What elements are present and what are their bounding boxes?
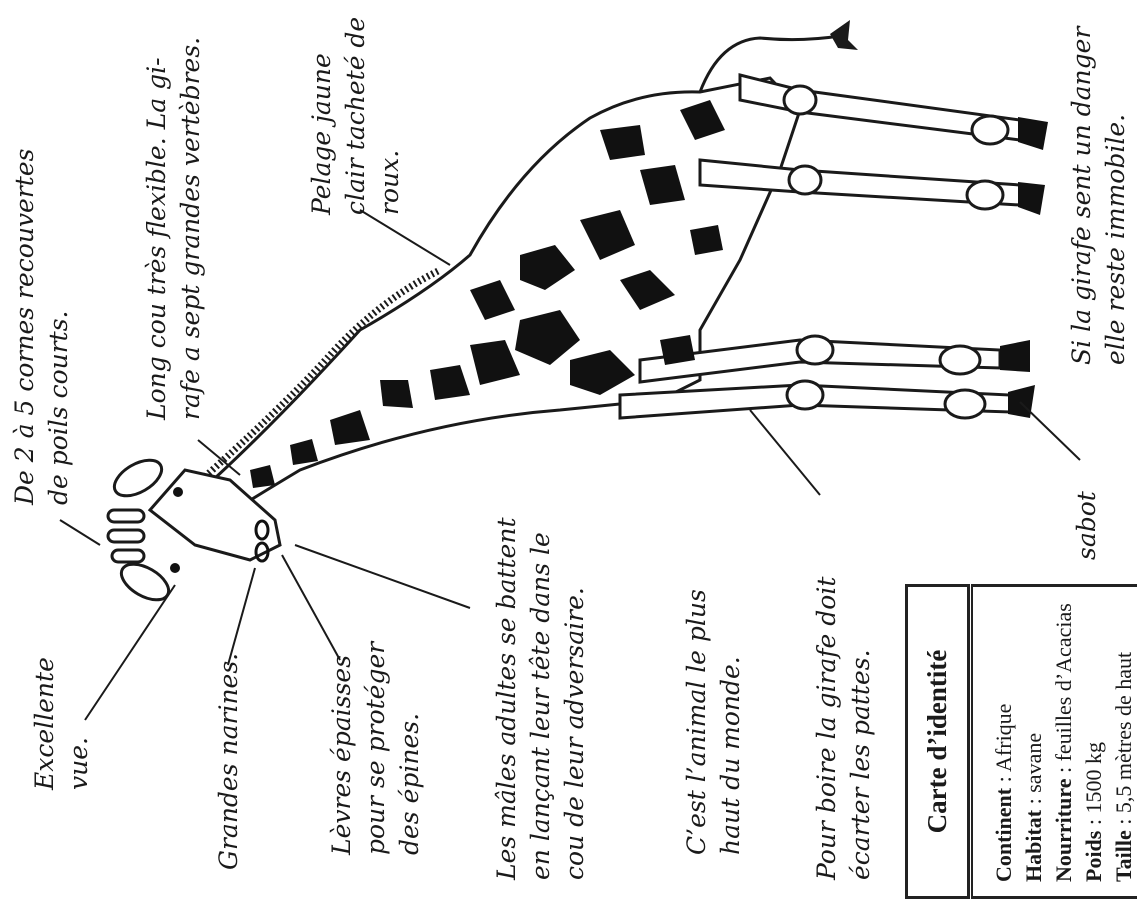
label-males: Les mâles adultes se battent en lançant … — [490, 518, 592, 881]
leader-line-boire — [750, 410, 820, 495]
label-vue: Excellente vue. — [28, 657, 96, 790]
label-haut: C’est l’animal le plus haut du monde. — [680, 589, 748, 855]
label-cou: Long cou très flexible. La gi- rafe a se… — [140, 37, 208, 420]
leader-line-narines — [228, 568, 255, 665]
label-boire: Pour boire la girafe doit écarter les pa… — [810, 577, 878, 880]
leader-line-cou — [198, 440, 240, 475]
label-levres: Lèvres épaisses pour se protéger des épi… — [325, 642, 427, 855]
card-row-taille: Taille : 5,5 mètres de haut — [1109, 601, 1137, 882]
card-row-continent: Continent : Afrique — [989, 601, 1019, 882]
card-row-habitat: Habitat : savane — [1019, 601, 1049, 882]
label-pelage: Pelage jaune clair tacheté de roux. — [305, 17, 407, 215]
identity-card-body: Continent : Afrique Habitat : savane Nou… — [973, 584, 1137, 899]
card-row-poids: Poids : 1500 kg — [1079, 601, 1109, 882]
card-row-nourriture: Nourriture : feuilles d’Acacias — [1049, 601, 1079, 882]
identity-card: Carte d’identité Continent : Afrique Hab… — [905, 584, 1137, 899]
leader-line-males — [295, 545, 470, 608]
leader-line-vue — [85, 585, 175, 720]
leader-line-pelage — [360, 210, 450, 265]
identity-card-title: Carte d’identité — [905, 584, 967, 899]
leader-line-cornes — [60, 520, 100, 545]
leader-line-sabot — [1020, 402, 1080, 460]
label-narines: Grandes narines. — [212, 653, 246, 870]
label-cornes: De 2 à 5 cornes recouvertes de poils cou… — [8, 149, 76, 505]
label-sabot: sabot — [1070, 491, 1104, 560]
label-danger: Si la girafe sent un danger elle reste i… — [1065, 27, 1133, 365]
